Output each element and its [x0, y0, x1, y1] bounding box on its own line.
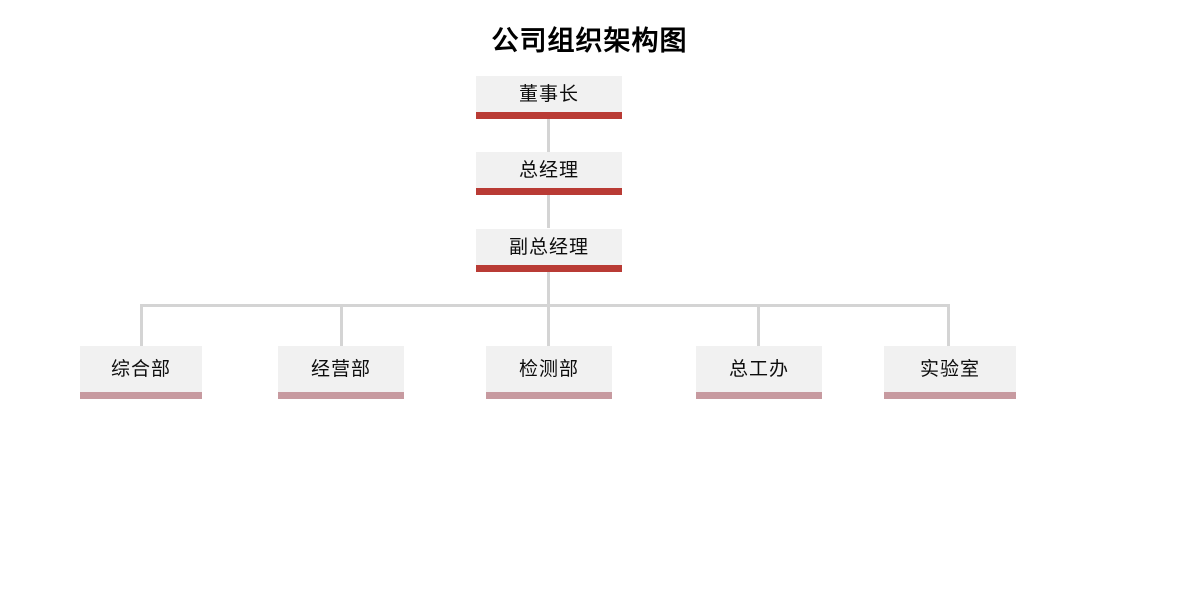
- node-department-5-label: 实验室: [919, 358, 980, 380]
- node-department-4[interactable]: 总工办: [696, 346, 822, 399]
- node-general-manager-accent-bar: [476, 188, 622, 195]
- node-department-4-label: 总工办: [728, 358, 789, 380]
- node-department-2-accent-bar: [278, 392, 404, 399]
- node-department-1-accent-bar: [80, 392, 202, 399]
- connector-gm-to-deputy: [547, 194, 550, 228]
- node-department-1[interactable]: 综合部: [80, 346, 202, 399]
- connector-drop-dept-1: [140, 304, 143, 346]
- node-department-2-label: 经营部: [310, 358, 371, 380]
- node-general-manager-label: 总经理: [518, 159, 579, 181]
- node-department-5-accent-bar: [884, 392, 1016, 399]
- node-chairman-label: 董事长: [518, 83, 579, 105]
- connector-drop-dept-4: [757, 304, 760, 346]
- node-deputy-general-manager-accent-bar: [476, 265, 622, 272]
- node-department-2[interactable]: 经营部: [278, 346, 404, 399]
- node-chairman-accent-bar: [476, 112, 622, 119]
- node-department-1-label: 综合部: [110, 358, 171, 380]
- node-deputy-general-manager[interactable]: 副总经理: [476, 229, 622, 272]
- connector-drop-dept-5: [947, 304, 950, 346]
- connector-deputy-stem: [547, 271, 550, 307]
- node-general-manager[interactable]: 总经理: [476, 152, 622, 195]
- node-department-3[interactable]: 检测部: [486, 346, 612, 399]
- connector-chairman-to-gm: [547, 118, 550, 152]
- node-deputy-general-manager-label: 副总经理: [508, 236, 589, 258]
- node-department-4-accent-bar: [696, 392, 822, 399]
- connector-drop-dept-2: [340, 304, 343, 346]
- node-department-5[interactable]: 实验室: [884, 346, 1016, 399]
- connector-drop-dept-3: [547, 304, 550, 346]
- node-department-3-label: 检测部: [518, 358, 579, 380]
- node-department-3-accent-bar: [486, 392, 612, 399]
- node-chairman[interactable]: 董事长: [476, 76, 622, 119]
- page-title: 公司组织架构图: [491, 26, 688, 56]
- connector-department-bus: [140, 304, 949, 307]
